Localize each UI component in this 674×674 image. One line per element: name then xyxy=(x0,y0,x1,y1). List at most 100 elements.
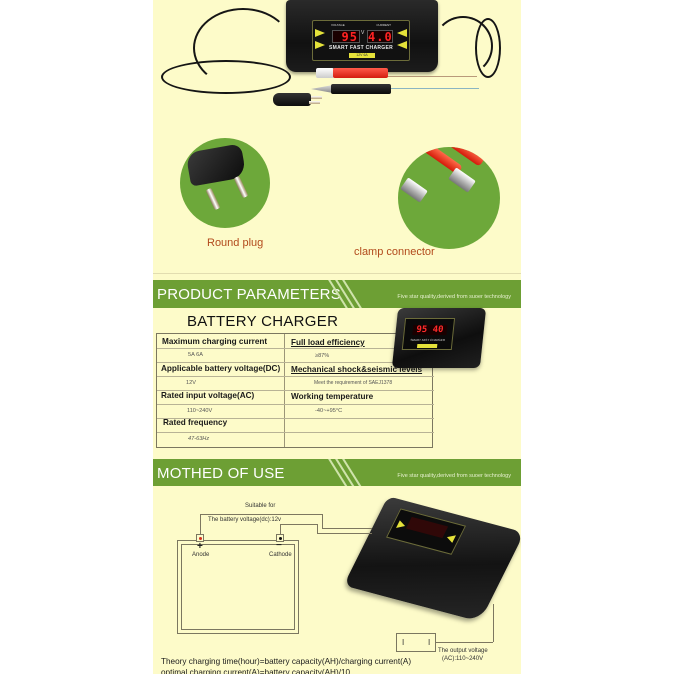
current-label: CURRENT xyxy=(376,23,391,27)
param-value: Meet the requirement of SAEJ1378 xyxy=(314,380,393,386)
param-label: Mechanical shock&seismic levels xyxy=(291,365,423,374)
charger-readout: 95 40 xyxy=(412,325,448,335)
banner-tagline: Five star quality,derived from suoer tec… xyxy=(397,473,511,479)
charger-readout xyxy=(405,516,449,539)
anode-terminal xyxy=(196,534,204,542)
round-plug-image xyxy=(180,138,270,228)
output-cable-loop xyxy=(475,18,501,78)
clamp-connector-caption: clamp connector xyxy=(354,246,435,258)
plus-icon: + xyxy=(197,541,203,552)
row-divider xyxy=(157,390,434,391)
current-readout: 4.0 xyxy=(367,30,393,44)
banner-title: PRODUCT PARAMETERS xyxy=(157,286,341,303)
round-plug-caption: Round plug xyxy=(207,237,264,249)
switch-pin: I xyxy=(402,638,405,647)
row-divider xyxy=(157,376,434,377)
charger-unit: VOLTAGE CURRENT 95 V 4.0 SMART FAST CHAR… xyxy=(286,0,438,72)
indicator-arrow-icon xyxy=(315,29,325,37)
row-divider xyxy=(157,348,434,349)
switch-pin: I xyxy=(428,638,431,647)
charging-time-formula: Theory charging time(hour)=battery capac… xyxy=(161,657,412,666)
product-listing-panel: VOLTAGE CURRENT 95 V 4.0 SMART FAST CHAR… xyxy=(153,0,521,674)
red-clamp-handle xyxy=(333,68,388,78)
row-divider xyxy=(157,404,434,405)
voltage-label: VOLTAGE xyxy=(331,23,345,27)
banner-tagline: Five star quality,derived from suoer tec… xyxy=(397,294,511,300)
param-value: ≥87% xyxy=(315,353,330,359)
cathode-wire xyxy=(280,524,281,536)
charger-display-panel: 95 40 SMART FAST CHARGER xyxy=(401,318,456,350)
cathode-wire xyxy=(317,524,318,533)
clamp-jaw xyxy=(448,167,476,193)
eu-plug xyxy=(273,93,311,106)
hero-product-image: VOLTAGE CURRENT 95 V 4.0 SMART FAST CHAR… xyxy=(153,0,521,125)
cathode-wire xyxy=(280,524,317,525)
method-charger-image xyxy=(343,496,521,622)
indicator-arrow-icon xyxy=(315,41,325,49)
param-value: 5A 6A xyxy=(188,352,203,358)
product-parameters-banner: PRODUCT PARAMETERS Five star quality,der… xyxy=(153,280,521,308)
cathode-label: Cathode xyxy=(269,552,292,558)
charger-display-panel xyxy=(386,508,467,555)
param-label: Working temperature xyxy=(291,392,374,401)
row-divider xyxy=(157,362,434,363)
cathode-terminal xyxy=(276,534,284,542)
indicator-arrow-icon xyxy=(397,41,407,49)
section-divider xyxy=(153,273,521,274)
plug-pin xyxy=(311,96,322,99)
indicator-arrow-icon xyxy=(397,29,407,37)
anode-wire xyxy=(200,514,201,536)
clamp-connector-image xyxy=(398,147,500,249)
row-divider xyxy=(157,432,434,433)
param-label: Rated frequency xyxy=(163,418,228,427)
power-cable-left xyxy=(193,8,293,88)
black-clamp-handle xyxy=(331,84,391,94)
indicator-arrow-icon xyxy=(445,533,456,543)
minus-icon: − xyxy=(276,540,282,551)
output-voltage-range: (AC):110~240V xyxy=(442,656,484,662)
voltage-readout: 95 xyxy=(332,30,360,43)
red-clamp-jaw xyxy=(316,68,334,78)
charger-model-strip xyxy=(416,344,438,348)
clamp-wire-brown xyxy=(387,76,477,77)
cathode-wire xyxy=(317,533,372,534)
optimal-current-formula: optimal charging current(A)=battery capa… xyxy=(161,668,351,674)
anode-terminal-icon xyxy=(198,536,202,540)
anode-wire xyxy=(200,514,322,515)
battery-voltage-label: The battery voltage(dc):12v xyxy=(208,517,282,523)
power-cable-loop xyxy=(161,60,291,94)
charger-brand: SMART FAST CHARGER xyxy=(410,338,446,342)
plug-pin xyxy=(309,101,320,104)
param-label: Applicable battery voltage(DC) xyxy=(161,364,281,373)
param-label: Maximum charging current xyxy=(162,337,268,346)
clamp-wire-blue xyxy=(389,88,479,89)
param-value: -40~+95°C xyxy=(315,408,343,414)
plug-pin xyxy=(205,187,221,211)
output-voltage-label: The output voltage xyxy=(438,648,488,654)
parameters-table: Maximum charging current 5A 6A Full load… xyxy=(156,333,434,448)
cathode-terminal-icon xyxy=(278,536,282,540)
parameters-charger-image: 95 40 SMART FAST CHARGER xyxy=(391,308,487,368)
charger-model: 12V 6A xyxy=(349,53,375,58)
param-label: Rated input voltage(AC) xyxy=(161,391,255,400)
param-label: Full load efficiency xyxy=(291,338,365,347)
black-clamp-jaw xyxy=(311,85,333,93)
parameters-heading: BATTERY CHARGER xyxy=(187,313,339,330)
banner-title: MOTHED OF USE xyxy=(157,465,285,482)
anode-label: Anode xyxy=(192,552,210,558)
ac-wire xyxy=(493,604,494,642)
suitable-for-label: Suitable for xyxy=(245,503,276,509)
anode-wire xyxy=(322,528,372,529)
param-value: 110~240V xyxy=(187,408,213,414)
param-value: 12V xyxy=(186,380,196,386)
row-divider xyxy=(157,418,434,419)
voltage-unit: V xyxy=(361,30,365,36)
battery-diagram xyxy=(177,540,299,634)
ac-switch-diagram: I I xyxy=(396,633,436,652)
anode-wire xyxy=(322,514,323,528)
ac-wire xyxy=(436,642,493,643)
charger-display-panel: VOLTAGE CURRENT 95 V 4.0 SMART FAST CHAR… xyxy=(312,20,410,61)
plug-pin xyxy=(233,175,249,199)
param-value: 47-63Hz xyxy=(188,436,210,442)
clamp-jaw xyxy=(400,177,428,203)
